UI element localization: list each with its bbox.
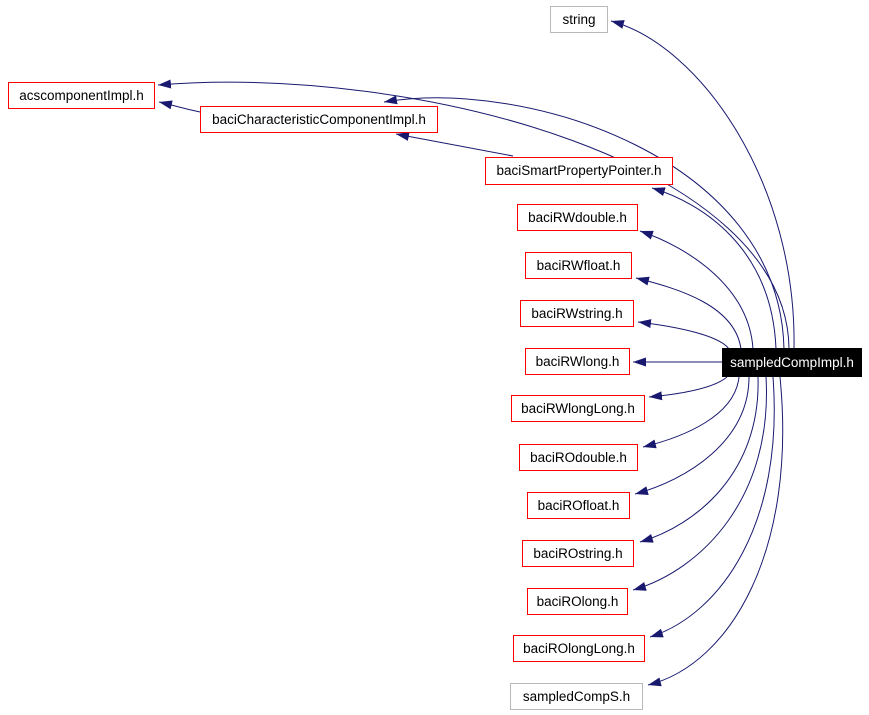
graph-node-sampledCompImpl-h: sampledCompImpl.h bbox=[722, 348, 862, 377]
graph-node-baciSmartPropertyPointer-h[interactable]: baciSmartPropertyPointer.h bbox=[485, 157, 673, 185]
edge-sampledCompImpl-h-to-baciRWlongLong-h bbox=[648, 376, 728, 401]
edge-sampledCompImpl-h-to-baciROlongLong-h bbox=[649, 376, 775, 638]
graph-node-baciRWlongLong-h[interactable]: baciRWlongLong.h bbox=[511, 395, 645, 422]
edge-sampledCompImpl-h-to-baciSmartPropertyPointer-h bbox=[651, 187, 777, 350]
edge-sampledCompImpl-h-to-sampledCompS-h bbox=[647, 376, 784, 687]
edge-baciSmartPropertyPointer-h-to-baciCharacteristicComponentImpl-h bbox=[395, 131, 514, 157]
edge-sampledCompImpl-h-to-baciRWfloat-h bbox=[635, 276, 742, 350]
graph-node-baciROfloat-h[interactable]: baciROfloat.h bbox=[527, 492, 630, 519]
edge-sampledCompImpl-h-to-baciROstring-h bbox=[639, 376, 759, 543]
edge-sampledCompImpl-h-to-baciRWstring-h bbox=[637, 319, 730, 350]
edge-sampledCompImpl-h-to-string bbox=[610, 20, 795, 350]
edge-sampledCompImpl-h-to-baciCharacteristicComponentImpl-h bbox=[383, 95, 785, 350]
graph-node-baciROlongLong-h[interactable]: baciROlongLong.h bbox=[513, 635, 645, 662]
edge-sampledCompImpl-h-to-baciROlong-h bbox=[632, 376, 767, 591]
graph-node-baciROlong-h[interactable]: baciROlong.h bbox=[527, 588, 628, 615]
edge-sampledCompImpl-h-to-baciROdouble-h bbox=[642, 376, 740, 449]
graph-node-acscomponentImpl-h[interactable]: acscomponentImpl.h bbox=[8, 82, 155, 109]
graph-node-baciROdouble-h[interactable]: baciROdouble.h bbox=[519, 444, 638, 471]
graph-node-baciRWstring-h[interactable]: baciRWstring.h bbox=[520, 300, 634, 327]
graph-node-baciRWdouble-h[interactable]: baciRWdouble.h bbox=[517, 204, 638, 231]
graph-node-baciCharacteristicComponentImpl-h[interactable]: baciCharacteristicComponentImpl.h bbox=[200, 106, 438, 133]
graph-node-string: string bbox=[550, 6, 608, 33]
graph-node-baciRWlong-h[interactable]: baciRWlong.h bbox=[525, 348, 630, 375]
edge-sampledCompImpl-h-to-baciROfloat-h bbox=[634, 376, 750, 495]
edge-sampledCompImpl-h-to-acscomponentImpl-h bbox=[157, 79, 790, 350]
edge-sampledCompImpl-h-to-baciRWdouble-h bbox=[639, 230, 754, 350]
edge-baciCharacteristicComponentImpl-h-to-acscomponentImpl-h bbox=[158, 100, 201, 113]
graph-node-baciRWfloat-h[interactable]: baciRWfloat.h bbox=[525, 252, 632, 279]
graph-node-sampledCompS-h: sampledCompS.h bbox=[510, 683, 643, 710]
graph-node-baciROstring-h[interactable]: baciROstring.h bbox=[522, 540, 634, 567]
